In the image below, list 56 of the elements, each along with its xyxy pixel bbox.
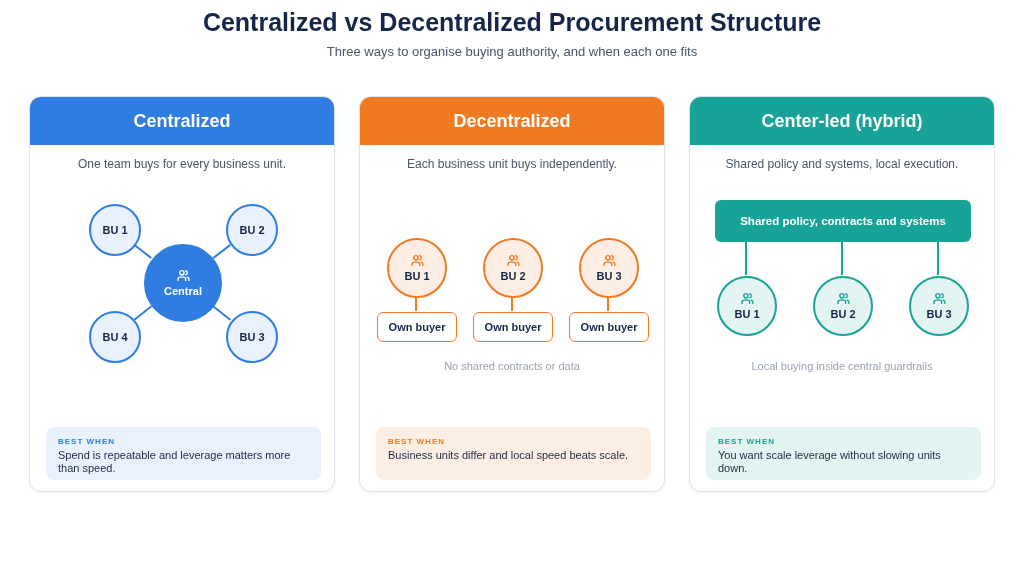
policy-bar: Shared policy, contracts and systems [715, 200, 971, 242]
unit-circle [579, 238, 639, 298]
connector-line [211, 305, 232, 321]
unit-label: BU 1 [734, 308, 760, 320]
unit-label: BU 2 [500, 270, 526, 282]
card-panel [359, 96, 665, 492]
connector-line [511, 296, 513, 312]
unit-label: BU 1 [102, 224, 128, 236]
diagram-subtitle: Three ways to organise buying authority, and when each one fits [326, 44, 698, 59]
connector-line [841, 240, 843, 276]
card-subtitle: Shared policy and systems, local execution. [725, 157, 959, 171]
unit-circle [226, 204, 278, 256]
connector-line [211, 243, 232, 260]
unit-label: BU 2 [239, 224, 265, 236]
unit-circle [387, 238, 447, 298]
diagram-title: Centralized vs Decentralized Procurement Structure [202, 8, 822, 37]
connector-line [937, 240, 939, 276]
connector-line [415, 296, 417, 312]
unit-circle [813, 276, 873, 336]
connector-line [133, 305, 153, 321]
unit-label: BU 3 [926, 308, 952, 320]
connector-line [745, 240, 747, 276]
panel-text: Spend is repeatable and leverage matters more than speed. [58, 449, 292, 475]
unit-circle [483, 238, 543, 298]
card-panel [29, 96, 335, 492]
unit-label: BU 2 [830, 308, 856, 320]
card-note: No shared contracts or data [444, 360, 580, 372]
card-panel [689, 96, 995, 492]
buyer-box: Own buyer [569, 312, 649, 342]
unit-circle [89, 204, 141, 256]
best-when-panel [376, 427, 651, 480]
panel-text: Business units differ and local speed beats scale. [388, 449, 630, 462]
unit-circle [89, 311, 141, 363]
panel-label: BEST WHEN [58, 437, 115, 446]
card-header: Decentralized [360, 97, 664, 145]
connector-line [133, 244, 153, 260]
unit-circle [909, 276, 969, 336]
unit-label: Central [164, 285, 202, 297]
card-header: Centralized [30, 97, 334, 145]
panel-label: BEST WHEN [718, 437, 775, 446]
buyer-box: Own buyer [377, 312, 457, 342]
unit-circle [717, 276, 777, 336]
connector-line [607, 296, 609, 312]
card-subtitle: One team buys for every business unit. [77, 157, 287, 171]
panel-text: You want scale leverage without slowing units down. [718, 449, 942, 475]
buyer-box: Own buyer [473, 312, 553, 342]
unit-label: BU 3 [239, 331, 265, 343]
card-subtitle: Each business unit buys independently. [407, 157, 617, 171]
unit-label: BU 4 [102, 331, 128, 343]
best-when-panel [706, 427, 981, 480]
card-header: Center-led (hybrid) [690, 97, 994, 145]
unit-label: BU 3 [596, 270, 622, 282]
panel-label: BEST WHEN [388, 437, 445, 446]
card-note: Local buying inside central guardrails [751, 360, 933, 372]
unit-circle [226, 311, 278, 363]
unit-label: BU 1 [404, 270, 430, 282]
